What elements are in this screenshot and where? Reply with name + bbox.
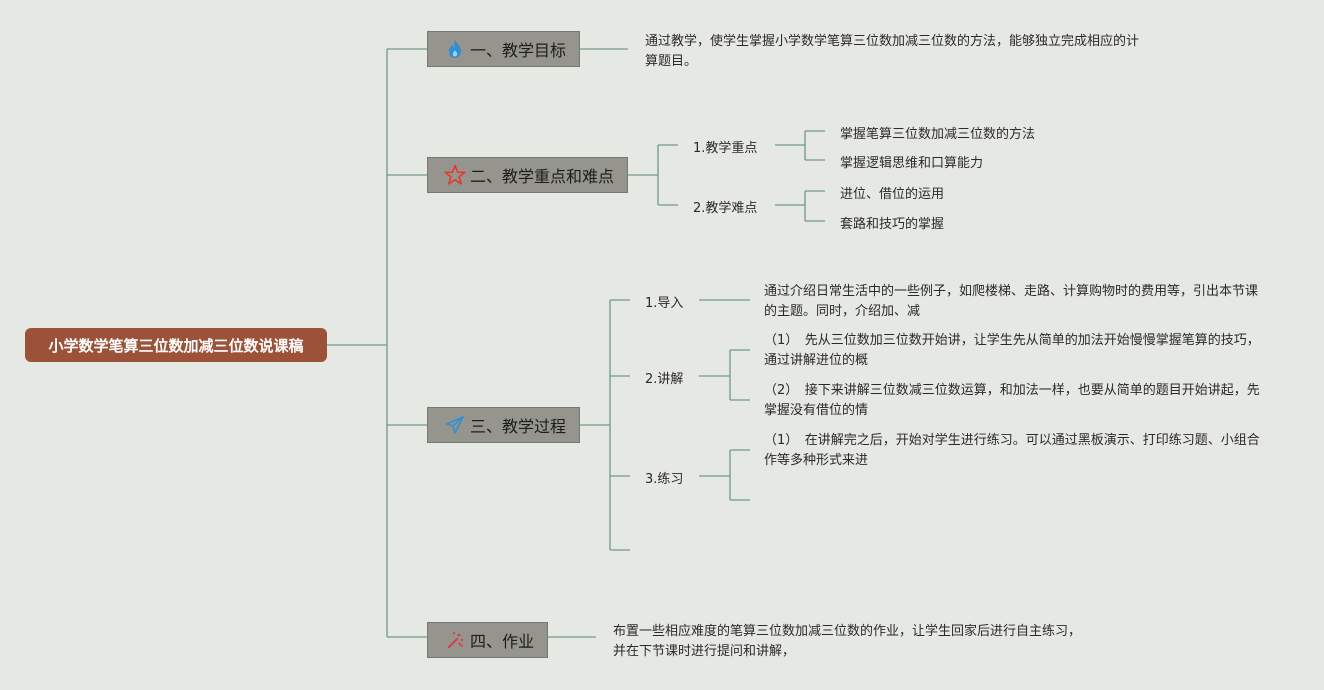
branch-teaching-process[interactable]: 三、教学过程 <box>427 407 580 443</box>
leaf-practice-1: （1） 在讲解完之后，开始对学生进行练习。可以通过黑板演示、打印练习题、小组合作… <box>764 433 1260 468</box>
leaf-difficulty-2: 套路和技巧的掌握 <box>840 217 945 232</box>
leaf-key-point-2: 掌握逻辑思维和口算能力 <box>840 156 984 171</box>
branch-label: 二、教学重点和难点 <box>470 167 615 186</box>
branch-homework[interactable]: 四、作业 <box>427 622 548 658</box>
sub-node-intro[interactable]: 1.导入 <box>645 296 684 311</box>
leaf-difficulty-1: 进位、借位的运用 <box>840 187 945 202</box>
flame-icon <box>444 38 466 60</box>
sub-node-practice[interactable]: 3.练习 <box>645 472 684 487</box>
goal-text: 通过教学，使学生掌握小学数学笔算三位数加减三位数的方法，能够独立完成相应的计算题… <box>645 34 1140 69</box>
leaf-key-point-1: 掌握笔算三位数加减三位数的方法 <box>840 127 1036 142</box>
branch-label: 四、作业 <box>470 632 535 651</box>
branch-key-points[interactable]: 二、教学重点和难点 <box>427 157 628 193</box>
leaf-explain-2: （2） 接下来讲解三位数减三位数运算，和加法一样，也要从简单的题目开始讲起，先掌… <box>764 383 1260 418</box>
sub-node-difficulty[interactable]: 2.教学难点 <box>693 201 758 216</box>
leaf-explain-1: （1） 先从三位数加三位数开始讲，让学生先从简单的加法开始慢慢掌握笔算的技巧，通… <box>764 333 1260 368</box>
homework-text: 布置一些相应难度的笔算三位数加减三位数的作业，让学生回家后进行自主练习，并在下节… <box>613 624 1082 659</box>
paper-plane-icon <box>444 414 466 436</box>
star-icon <box>444 164 466 186</box>
leaf-intro-text: 通过介绍日常生活中的一些例子，如爬楼梯、走路、计算购物时的费用等，引出本节课的主… <box>764 284 1259 319</box>
sub-node-explain[interactable]: 2.讲解 <box>645 372 684 387</box>
magic-wand-icon <box>444 629 466 651</box>
branch-teaching-goal[interactable]: 一、教学目标 <box>427 31 580 67</box>
branch-label: 一、教学目标 <box>470 41 567 60</box>
sub-node-key-point[interactable]: 1.教学重点 <box>693 141 758 156</box>
branch-label: 三、教学过程 <box>470 417 567 436</box>
root-node[interactable]: 小学数学笔算三位数加减三位数说课稿 <box>25 328 327 362</box>
